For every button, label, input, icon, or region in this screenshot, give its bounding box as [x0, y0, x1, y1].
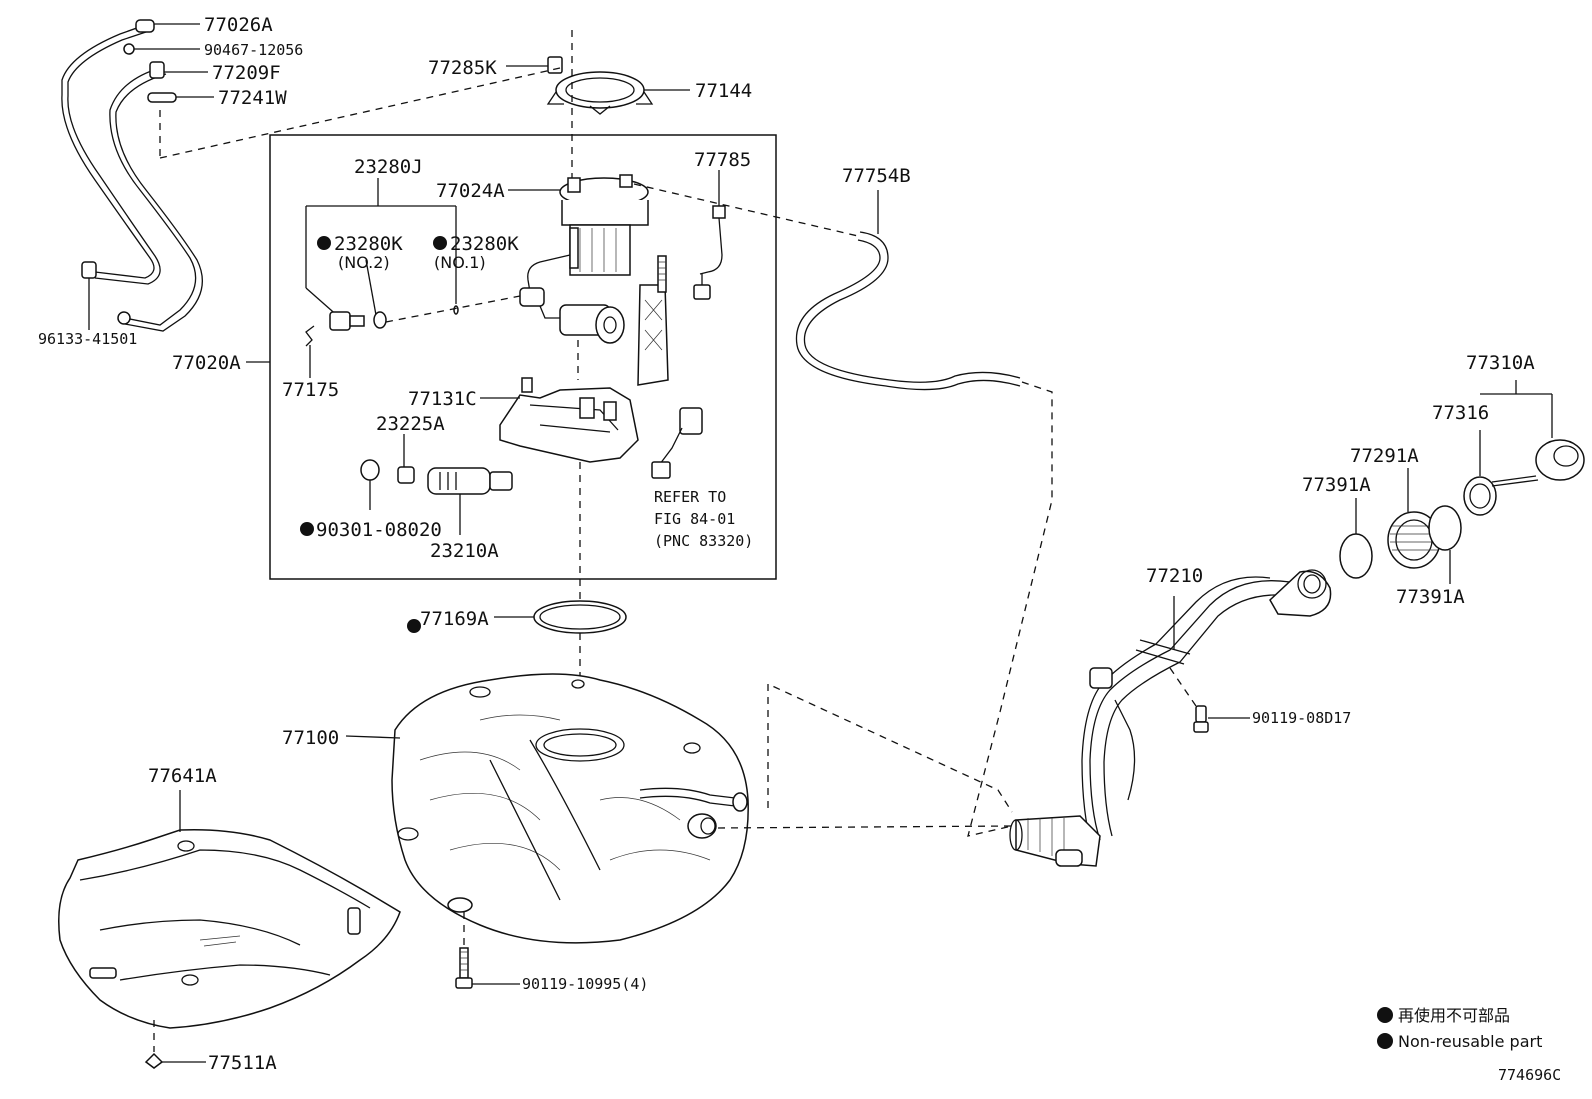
filter-23225a-icon — [397, 466, 415, 484]
non-reusable-marker — [433, 236, 447, 250]
tube-end-icon — [117, 311, 131, 325]
fuel-pump-assembly-box — [246, 134, 777, 600]
label-no2: (NO.2) — [338, 253, 390, 272]
filler-pipe-77210-icon — [1009, 569, 1332, 867]
label-90119-10995: 90119-10995(4) — [522, 975, 648, 993]
label-90467-12056: 90467-12056 — [204, 41, 303, 59]
label-77285k: 77285K — [428, 57, 497, 79]
label-23280k-no1: 23280K — [450, 233, 519, 255]
non-reusable-marker — [407, 619, 421, 633]
bolt-90119-10995-icon — [455, 912, 520, 989]
label-77785: 77785 — [694, 149, 751, 171]
non-reusable-marker — [317, 236, 331, 250]
wire-harness-icon — [693, 170, 726, 300]
legend-marker-jp — [1377, 1007, 1393, 1023]
o-ring-icon — [373, 311, 387, 329]
clamp-icon — [81, 261, 97, 279]
fuel-cap-77310a-icon — [1491, 394, 1585, 487]
fuel-pump-23210a-icon — [427, 467, 513, 535]
label-23225a: 23225A — [376, 413, 445, 435]
refer-line-3: (PNC 83320) — [654, 532, 753, 550]
bolt-90119-08d17-icon — [1169, 667, 1250, 733]
refer-line-2: FIG 84-01 — [654, 510, 735, 528]
legend-en: Non-reusable part — [1398, 1032, 1542, 1051]
filler-hose-icon — [1009, 815, 1101, 867]
vent-tube-assembly — [61, 19, 214, 332]
non-reusable-marker — [300, 522, 314, 536]
tank-gasket-77169a-icon — [533, 600, 627, 634]
pump-bracket-icon — [480, 377, 639, 463]
o-ring-90301-icon — [360, 459, 380, 481]
label-23280j: 23280J — [354, 156, 423, 178]
label-no1: (NO.1) — [434, 253, 486, 272]
gasket-77391a-icon — [1339, 533, 1373, 579]
label-77024a: 77024A — [436, 180, 505, 202]
gasket-77391a-icon — [1428, 505, 1462, 551]
clip-icon — [123, 43, 135, 55]
label-77511a: 77511A — [208, 1052, 277, 1074]
label-77210: 77210 — [1146, 565, 1203, 587]
refer-line-1: REFER TO — [654, 488, 726, 506]
label-23210a: 23210A — [430, 540, 499, 562]
fuel-tank-77100-icon — [345, 673, 749, 944]
sender-gauge-icon — [651, 407, 703, 479]
label-77020a: 77020A — [172, 352, 241, 374]
label-77291a: 77291A — [1350, 445, 1419, 467]
legend-jp: 再使用不可部品 — [1398, 1006, 1510, 1025]
label-77641a: 77641A — [148, 765, 217, 787]
connector-icon — [149, 61, 165, 79]
label-90119-08d17: 90119-08D17 — [1252, 709, 1351, 727]
gaskets-and-cap — [1339, 380, 1585, 584]
label-96133-41501: 96133-41501 — [38, 330, 137, 348]
label-77241w: 77241W — [218, 87, 287, 109]
clamp-icon — [135, 19, 155, 33]
label-77131c: 77131C — [408, 388, 477, 410]
clip-77285k-icon — [547, 56, 563, 74]
label-23280k-no2: 23280K — [334, 233, 403, 255]
o-ring-icon — [453, 305, 459, 315]
label-77391a-left: 77391A — [1302, 474, 1371, 496]
label-77391a-right: 77391A — [1396, 586, 1465, 608]
label-77144: 77144 — [695, 80, 752, 102]
check-valve-icon — [305, 287, 521, 331]
label-77316: 77316 — [1432, 402, 1489, 424]
pump-module-icon — [519, 174, 649, 344]
label-90301-08020: 90301-08020 — [316, 519, 442, 541]
clip-77511a-icon — [144, 1052, 164, 1069]
legend-marker-en — [1377, 1033, 1393, 1049]
clip-icon — [147, 92, 177, 103]
retainer-ring-group — [159, 30, 690, 190]
label-77209f: 77209F — [212, 62, 281, 84]
tank-protector-77641a-icon — [58, 790, 401, 1029]
label-77169a: 77169A — [420, 608, 489, 630]
label-77026a: 77026A — [204, 14, 273, 36]
sender-bracket-icon — [637, 255, 669, 386]
label-77175: 77175 — [282, 379, 339, 401]
label-77100: 77100 — [282, 727, 339, 749]
figure-code: 774696C — [1498, 1066, 1561, 1084]
clip-77175-icon — [305, 325, 315, 378]
label-77310a: 77310A — [1466, 352, 1535, 374]
label-77754b: 77754B — [842, 165, 911, 187]
vent-hose-77754b — [633, 183, 1053, 837]
fuel-cap-ring-77316-icon — [1463, 430, 1497, 516]
